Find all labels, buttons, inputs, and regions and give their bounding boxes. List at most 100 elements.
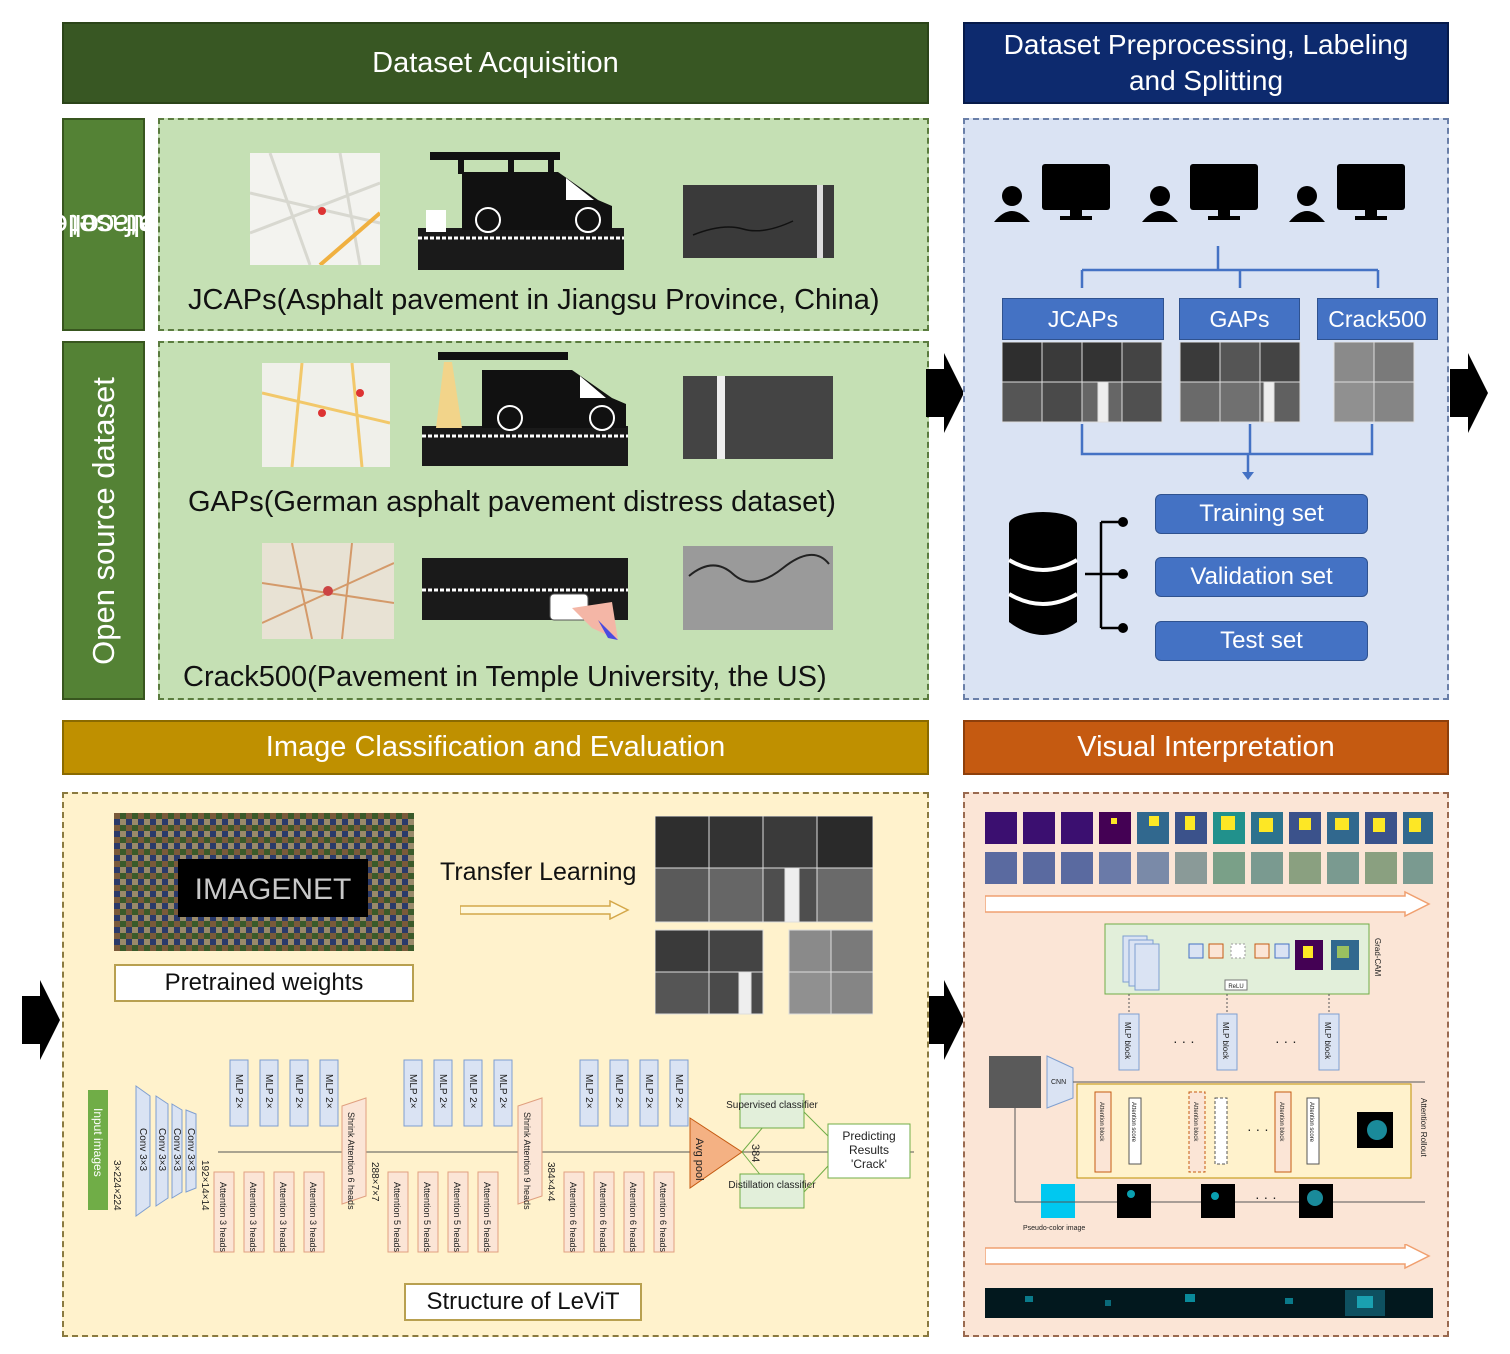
pretrained-weights-box: Pretrained weights: [114, 964, 414, 1002]
input-dims-label: 3×224×224: [111, 1160, 122, 1211]
svg-text:Attention 3 heads: Attention 3 heads: [308, 1182, 318, 1253]
crack-image-grids: [655, 816, 873, 1015]
ellipsis-label: · · ·: [1247, 1121, 1269, 1137]
crack500-caption: Crack500(Pavement in Temple University, …: [183, 661, 827, 693]
svg-text:Attention 3 heads: Attention 3 heads: [218, 1182, 228, 1253]
svg-text:MLP 2×: MLP 2×: [407, 1074, 418, 1109]
header-preprocessing: Dataset Preprocessing, Labeling and Spli…: [963, 22, 1449, 104]
svg-text:MLP 2×: MLP 2×: [643, 1074, 654, 1109]
structure-levit-box: Structure of LeViT: [404, 1283, 642, 1321]
interpretation-pipeline-diagram: Grad-CAM ReLU MLP block MLP block MLP bl…: [989, 923, 1428, 1232]
svg-text:Attention 6 heads: Attention 6 heads: [658, 1182, 668, 1253]
svg-text:MLP 2×: MLP 2×: [467, 1074, 478, 1109]
jcaps-pavement-sample: [683, 185, 834, 258]
svg-text:Attention 6 heads: Attention 6 heads: [628, 1182, 638, 1253]
predicting-line3: 'Crack': [851, 1157, 887, 1171]
attention-labels: Attention 3 heads Attention 3 heads Atte…: [218, 1182, 668, 1253]
header-preprocessing-line1: Dataset Preprocessing, Labeling: [1003, 29, 1409, 60]
merge-connector: [1080, 424, 1374, 480]
gaps-pavement-sample: [683, 376, 833, 459]
svg-text:Attention 5 heads: Attention 5 heads: [452, 1182, 462, 1253]
arrow-right-icon: [22, 980, 60, 1060]
shrink1-label: Shrink Attention 6 heads: [346, 1112, 356, 1210]
test-set-box: Test set: [1155, 621, 1368, 661]
dim384-label: 384: [749, 1144, 761, 1162]
pseudo-color-label: Pseudo-color image: [1023, 1225, 1085, 1232]
dataset-sample-grids: [1002, 342, 1415, 423]
arrow-right-icon: [926, 980, 964, 1060]
ellipsis-label: · · ·: [1255, 1189, 1277, 1205]
stage3-dims: 384×4×4: [545, 1162, 556, 1202]
map-jiangsu-image: [250, 153, 380, 265]
arrow-right-icon: [926, 353, 964, 433]
attention-score-label: Attention score: [1308, 1102, 1314, 1143]
arrow-right-icon: [1450, 353, 1488, 433]
rollout-output-strip: [985, 1244, 1433, 1318]
svg-text:MLP 2×: MLP 2×: [263, 1074, 274, 1109]
imagenet-mosaic-image: IMAGENET: [114, 813, 414, 951]
predicting-line2: Results: [849, 1143, 889, 1157]
heatmap-sequence: [985, 812, 1433, 918]
jcaps-caption: JCAPs(Asphalt pavement in Jiangsu Provin…: [188, 284, 880, 316]
survey-vehicle-icon: [418, 152, 624, 270]
header-dataset-acquisition-text: Dataset Acquisition: [372, 46, 619, 79]
relu-label: ReLU: [1228, 984, 1243, 990]
gradcam-label: Grad-CAM: [1373, 938, 1382, 977]
levit-structure-diagram: Input images 3×224×224 Conv 3×3 Conv 3×3…: [88, 1059, 914, 1253]
map-us-image: [262, 543, 394, 639]
svg-text:MLP 2×: MLP 2×: [673, 1074, 684, 1109]
side-tab-open-source: Open source dataset: [62, 341, 145, 700]
header-interpretation: Visual Interpretation: [963, 720, 1449, 775]
header-classification-text: Image Classification and Evaluation: [265, 731, 726, 763]
svg-text:Attention 3 heads: Attention 3 heads: [248, 1182, 258, 1253]
svg-text:Attention 5 heads: Attention 5 heads: [482, 1182, 492, 1253]
svg-text:MLP 2×: MLP 2×: [583, 1074, 594, 1109]
svg-text:Attention 5 heads: Attention 5 heads: [392, 1182, 402, 1253]
svg-text:Attention 6 heads: Attention 6 heads: [598, 1182, 608, 1253]
header-interpretation-text: Visual Interpretation: [1077, 731, 1335, 763]
shrink2-label: Shrink Attention 9 heads: [522, 1112, 532, 1210]
svg-text:MLP 2×: MLP 2×: [437, 1074, 448, 1109]
label-jcaps: JCAPs: [1002, 298, 1164, 340]
conv-label: Conv 3×3: [137, 1128, 148, 1172]
attention-score-label: Attention score: [1130, 1102, 1136, 1143]
distillation-classifier-label: Distillation classifier: [728, 1180, 816, 1191]
ellipsis-label: · · ·: [1173, 1033, 1195, 1049]
svg-text:MLP 2×: MLP 2×: [497, 1074, 508, 1109]
conv-label: Conv 3×3: [156, 1128, 167, 1172]
mlp-labels: MLP 2× MLP 2× MLP 2× MLP 2× MLP 2× MLP 2…: [233, 1074, 684, 1109]
phone-capture-icon: [422, 558, 628, 640]
map-germany-image: [262, 363, 390, 467]
mlp-block-label: MLP block: [1123, 1022, 1132, 1060]
cnn-label: CNN: [1051, 1079, 1066, 1086]
annotators-icon: [994, 164, 1405, 288]
stage2-dims: 288×7×7: [369, 1162, 380, 1202]
training-set-box: Training set: [1155, 494, 1368, 534]
predicting-line1: Predicting: [842, 1129, 895, 1143]
avg-pool-label: Avg pool: [693, 1138, 705, 1181]
conv-label: Conv 3×3: [171, 1128, 182, 1172]
attention-rollout-label: Attention Rollout: [1419, 1098, 1428, 1157]
conv-label: Conv 3×3: [185, 1128, 196, 1172]
svg-text:MLP 2×: MLP 2×: [233, 1074, 244, 1109]
header-dataset-acquisition: Dataset Acquisition: [62, 22, 929, 104]
crack500-pavement-sample: [683, 546, 833, 630]
mlp-block-label: MLP block: [1221, 1022, 1230, 1060]
attention-block-label: Attention block: [1098, 1102, 1104, 1142]
attention-block-label: Attention block: [1278, 1102, 1284, 1142]
svg-text:MLP 2×: MLP 2×: [613, 1074, 624, 1109]
label-gaps: GAPs: [1179, 298, 1300, 340]
validation-set-box: Validation set: [1155, 557, 1368, 597]
ellipsis-label: · · ·: [1275, 1033, 1297, 1049]
attention-block-label: Attention block: [1192, 1102, 1198, 1142]
header-classification: Image Classification and Evaluation: [62, 720, 929, 775]
survey-vehicle-lidar-icon: [422, 352, 628, 466]
stage1-dims: 192×14×14: [199, 1160, 210, 1211]
transfer-learning-label: Transfer Learning: [440, 858, 637, 886]
svg-text:Attention 3 heads: Attention 3 heads: [278, 1182, 288, 1253]
header-preprocessing-line2: and Splitting: [1128, 65, 1284, 96]
svg-text:MLP 2×: MLP 2×: [293, 1074, 304, 1109]
imagenet-logo-text: IMAGENET: [195, 873, 352, 906]
transfer-arrow-icon: [460, 900, 630, 920]
